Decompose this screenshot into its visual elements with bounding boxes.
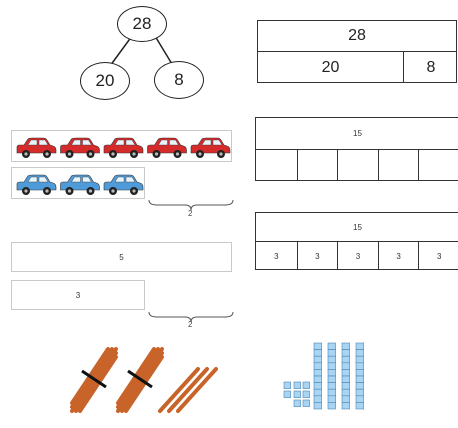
bar-fifteen-threes-segment: 3 bbox=[274, 251, 279, 261]
bar-fifteen-empty-segment bbox=[418, 150, 458, 181]
one-unit-icon bbox=[293, 381, 301, 389]
bar-model-whole: 28 bbox=[258, 21, 456, 52]
single-stick-icon bbox=[158, 367, 200, 413]
blue-car-icon bbox=[60, 174, 100, 195]
bar-fifteen-threes-segment: 3 bbox=[418, 242, 458, 270]
ten-rod-icon bbox=[341, 342, 350, 410]
red-car-icon bbox=[190, 137, 231, 158]
bar-fifteen-empty-segment bbox=[256, 150, 297, 181]
cars-brace-label: 2 bbox=[188, 209, 193, 218]
number-bond-lines bbox=[109, 35, 173, 67]
red-cars-tray bbox=[11, 130, 232, 162]
red-car-icon bbox=[147, 137, 187, 158]
bar-fifteen-threes-total-label: 15 bbox=[353, 222, 362, 232]
bar-model-part-a-label: 20 bbox=[321, 58, 340, 76]
compare-brace bbox=[148, 311, 234, 323]
bar-model: 28 20 8 bbox=[257, 20, 457, 83]
one-unit-icon bbox=[283, 390, 291, 398]
number-bond-whole: 28 bbox=[117, 6, 167, 42]
stick-bundles bbox=[70, 347, 218, 413]
one-unit-icon bbox=[293, 390, 301, 398]
bar-model-whole-label: 28 bbox=[348, 27, 366, 44]
one-unit-icon bbox=[293, 399, 301, 407]
red-cars bbox=[16, 137, 231, 158]
red-car-icon bbox=[60, 137, 100, 158]
bar-fifteen-threes-segment: 3 bbox=[337, 242, 378, 270]
number-bond-part-a-label: 20 bbox=[95, 71, 115, 90]
bar-fifteen-threes-segment: 3 bbox=[296, 242, 338, 270]
blue-car-icon bbox=[16, 174, 57, 195]
base-ten-blocks bbox=[283, 342, 364, 410]
one-unit-icon bbox=[302, 399, 310, 407]
compare-bar-long-label: 5 bbox=[119, 252, 124, 262]
red-car-icon bbox=[16, 137, 57, 158]
red-car-icon bbox=[103, 137, 144, 158]
bar-fifteen-empty-segment bbox=[337, 150, 378, 181]
number-bond-part-b: 8 bbox=[154, 61, 204, 99]
blue-cars bbox=[16, 174, 144, 195]
bar-fifteen-empty-segment bbox=[377, 150, 419, 181]
bar-model-part-a: 20 bbox=[258, 52, 403, 83]
one-unit-icon bbox=[302, 381, 310, 389]
stick-bundle-icon bbox=[70, 347, 118, 413]
bar-fifteen-empty-total: 15 bbox=[256, 118, 458, 150]
bar-model-part-b: 8 bbox=[403, 52, 458, 83]
single-stick-icon bbox=[176, 367, 218, 413]
bar-fifteen-empty-segment bbox=[296, 150, 338, 181]
number-bond-whole-label: 28 bbox=[132, 14, 152, 33]
ten-rod-icon bbox=[355, 342, 364, 410]
single-stick-icon bbox=[167, 367, 209, 413]
bar-fifteen-empty-total-label: 15 bbox=[353, 129, 362, 138]
blue-cars-tray bbox=[11, 167, 145, 199]
bar-fifteen-threes-total: 15 bbox=[256, 213, 458, 242]
compare-brace-label: 2 bbox=[188, 320, 193, 329]
compare-bar-short-label: 3 bbox=[75, 290, 81, 300]
blue-car-icon bbox=[103, 174, 144, 195]
bar-fifteen-threes-segment: 3 bbox=[377, 242, 419, 270]
compare-bar-short: 3 bbox=[11, 280, 145, 310]
compare-bar-long: 5 bbox=[11, 242, 232, 272]
bar-fifteen-empty-segments bbox=[256, 150, 458, 181]
ten-rod-icon bbox=[327, 342, 336, 410]
bar-fifteen-empty: 15 bbox=[255, 117, 458, 181]
one-unit-icon bbox=[283, 381, 291, 389]
cars-brace bbox=[148, 199, 234, 211]
number-bond-part-b-label: 8 bbox=[174, 70, 184, 89]
stick-bundle-icon bbox=[116, 347, 164, 413]
ten-rod-icon bbox=[313, 342, 322, 410]
bar-model-part-b-label: 8 bbox=[426, 58, 436, 76]
one-unit-icon bbox=[302, 390, 310, 398]
number-bond-part-a: 20 bbox=[80, 62, 130, 100]
